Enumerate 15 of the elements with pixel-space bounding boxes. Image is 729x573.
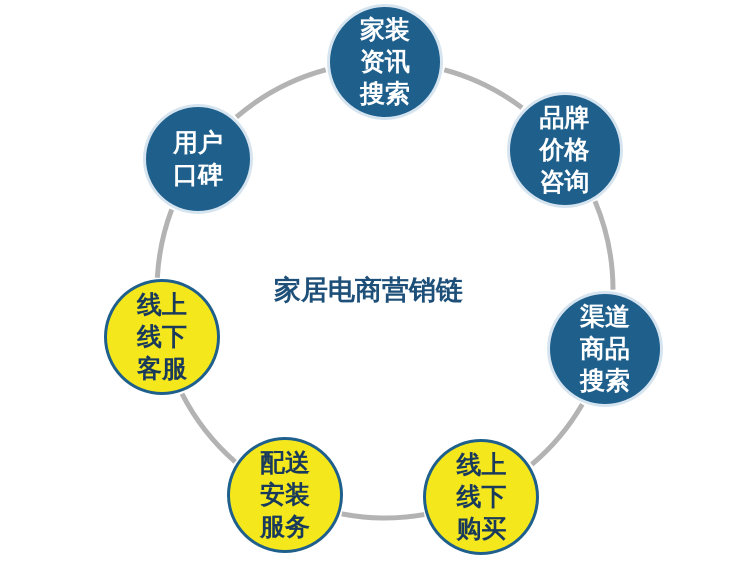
topic-circle: 家装资讯搜索 [327, 4, 443, 120]
topic-circle: 用户口碑 [143, 104, 254, 214]
ring-arc [234, 67, 326, 120]
title: 家居电商营销链 [274, 274, 463, 308]
topic-circle: 配送安装服务 [227, 436, 344, 553]
topic-circle: 渠道商品搜索 [547, 291, 664, 407]
ring-arc [154, 208, 174, 278]
ring-arc [341, 511, 425, 520]
ring-arc [444, 67, 524, 110]
topic-circle: 线上线下客服 [104, 279, 220, 396]
ring-arc [592, 200, 616, 290]
topic-circle: 品牌价格咨询 [506, 92, 623, 208]
ring-arc [180, 392, 237, 464]
ring-arc [530, 402, 584, 466]
topic-circle: 线上线下购买 [423, 438, 540, 555]
